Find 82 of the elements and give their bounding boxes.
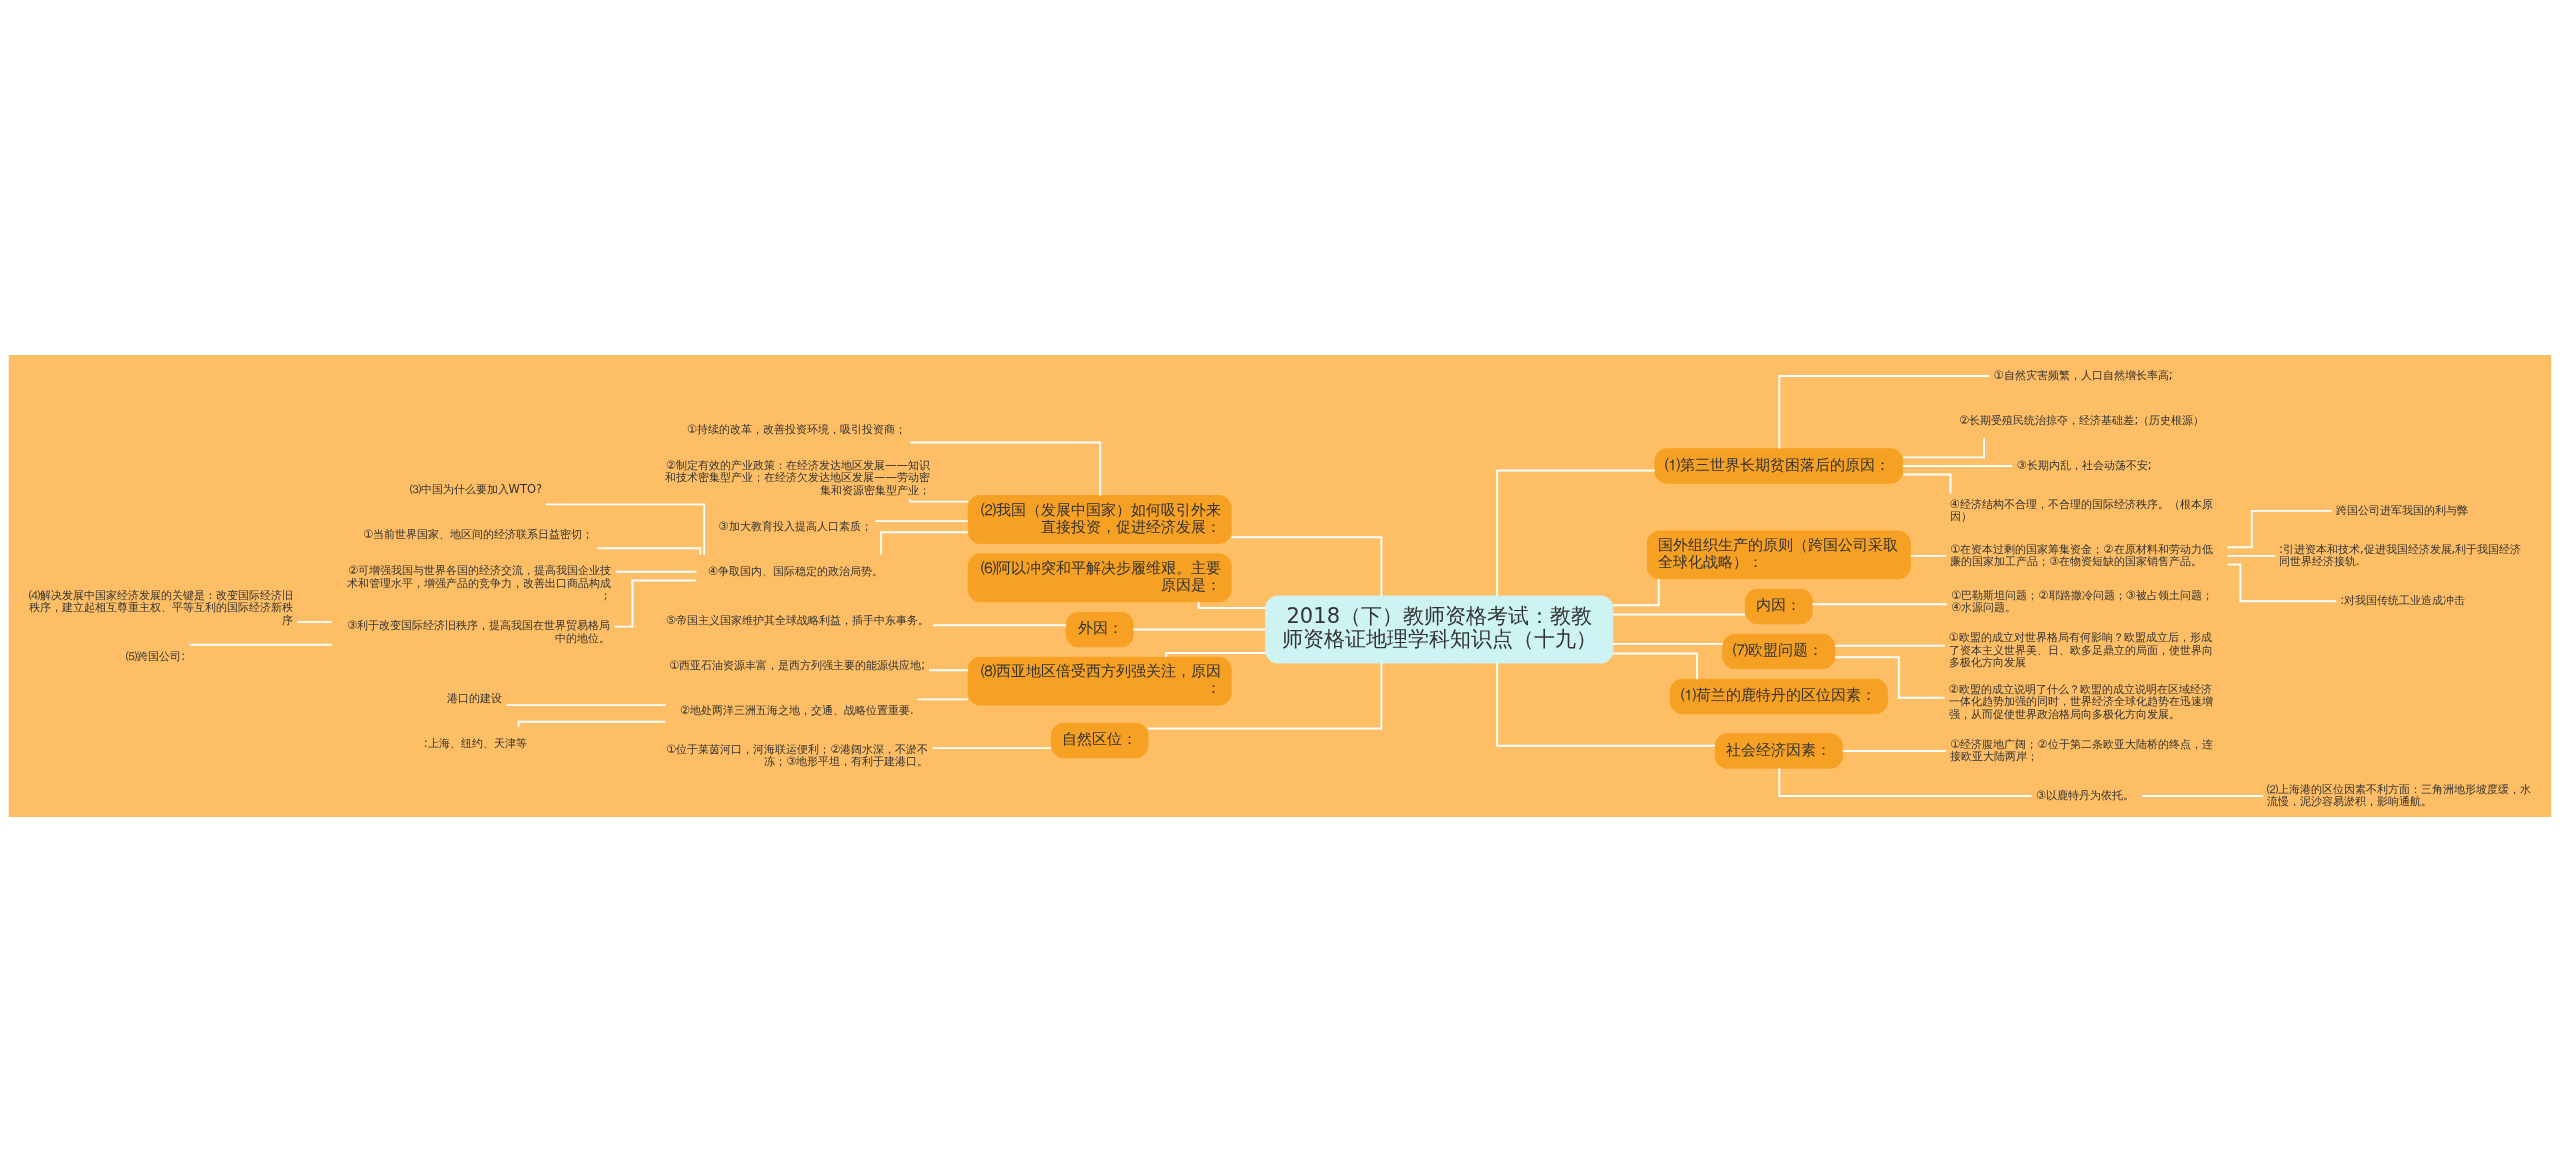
node-box: ⑺欧盟问题： xyxy=(1722,633,1836,670)
connector xyxy=(931,747,1053,750)
connector xyxy=(1612,613,1747,616)
node-text: ①持续的改革，改善投资环境，吸引投资商； xyxy=(686,421,906,436)
node-text: ④经济结构不合理，不合理的国际经济秩序。（根本原因） xyxy=(1949,496,2213,524)
node-text: ④争取国内、国际稳定的政治局势。 xyxy=(707,564,884,579)
connector xyxy=(2226,563,2338,603)
connector xyxy=(916,698,969,701)
connector xyxy=(1496,662,1716,747)
node-text: ②地处两洋三洲五海之地，交通、战略位置重要. xyxy=(679,702,914,717)
connector xyxy=(874,520,970,523)
connector xyxy=(545,503,706,556)
connector xyxy=(1230,536,1383,597)
node-text: :上海、纽约、天津等 xyxy=(423,736,527,751)
connector xyxy=(1612,642,1724,645)
node-box: ⑵我国（发展中国家）如何吸引外来直接投资，促进经济发展： xyxy=(967,495,1232,544)
node-text: ①当前世界国家、地区间的经济联系日益密切； xyxy=(362,526,594,541)
node-text: ③利于改变国际经济旧秩序，提高我国在世界贸易格局中的地位。 xyxy=(347,618,611,645)
node-text: ①在资本过剩的国家筹集资金；②在原材料和劳动力低廉的国家加工产品；③在物资短缺的国家销售产品。 xyxy=(1950,541,2213,569)
connector xyxy=(613,579,698,628)
connector xyxy=(1147,662,1383,730)
connector xyxy=(1612,577,1660,607)
connector xyxy=(1165,652,1267,658)
node-box: ⑴第三世界长期贫困落后的原因： xyxy=(1654,448,1904,484)
connector xyxy=(2226,554,2277,557)
node-box: ⑹阿以冲突和平解决步履维艰。主要原因是： xyxy=(967,553,1232,603)
node-text: ⑤帝国主义国家维护其全球战略利益，插手中东事务。 xyxy=(665,612,929,627)
node-box: ⑴荷兰的鹿特丹的区位因素： xyxy=(1669,678,1888,715)
connector xyxy=(1902,473,1952,495)
node-box: 国外组织生产的原则（跨国公司采取全球化战略）： xyxy=(1646,530,1911,580)
connector xyxy=(928,669,970,672)
connector xyxy=(2141,795,2265,797)
connector xyxy=(1909,554,1947,557)
node-text: ③加大教育投入提高人口素质； xyxy=(718,519,872,534)
connector xyxy=(908,498,970,503)
node-text: ①欧盟的成立对世界格局有何影响？欧盟成立后，形成了资本主义世界美、日、欧多足鼎立的局面，使世界向多极化方向发展 xyxy=(1948,630,2213,669)
node-text: 港口的建设 xyxy=(447,691,503,706)
node-text: ①自然灾害频繁，人口自然增长率高; xyxy=(1993,368,2173,383)
node-text: ①西亚石油资源丰富，是西方列强主要的能源供应地; xyxy=(668,657,926,672)
node-box: 2018（下）教师资格考试：教教师资格证地理学科知识点（十九） xyxy=(1265,595,1614,664)
node-text: ①位于莱茵河口，河海联运便利；②港阔水深，不淤不冻；③地形平坦，有利于建港口。 xyxy=(665,741,929,768)
node-text: ②可增强我国与世界各国的经济交流，提高我国企业技术和管理水平，增强产品的竞争力，改善出口商品构成； xyxy=(347,563,612,603)
connector xyxy=(1901,465,2014,467)
node-box: 社会经济因素： xyxy=(1714,733,1843,769)
node-text: ②长期受殖民统治掠夺，经济基础差;（历史根源） xyxy=(1959,412,2205,427)
connector xyxy=(517,720,667,728)
connector xyxy=(932,624,1068,627)
node-box: 内因： xyxy=(1744,588,1813,625)
node-text: ⑵上海港的区位因素不利方面：三角洲地形坡度缓，水流慢，泥沙容易淤积，影响通航。 xyxy=(2267,781,2532,809)
connector xyxy=(2226,509,2333,549)
node-text: ②欧盟的成立说明了什么？欧盟的成立说明在区域经济一体化趋势加强的同时，世界经济全球化趋势在迅速增强，从而促使世界政治格局向多极化方向发展。 xyxy=(1948,681,2213,721)
node-text: ①巴勒斯坦问题；②耶路撒冷问题；③被占领土问题；④水源问题。 xyxy=(1951,587,2213,614)
node-text: 跨国公司进军我国的利与弊 xyxy=(2336,502,2468,517)
node-box: 自然区位： xyxy=(1050,722,1149,759)
node-box: 外因： xyxy=(1065,611,1134,648)
node-text: ①经济腹地广阔；②位于第二条欧亚大陆桥的终点，连接欧亚大陆两岸； xyxy=(1950,736,2213,764)
connector xyxy=(1612,652,1698,681)
node-text: ②制定有效的产业政策：在经济发达地区发展——知识和技术密集型产业；在经济欠发达地区发展——劳动密集和资源密集型产业； xyxy=(664,457,930,497)
connector xyxy=(1132,628,1267,631)
node-text: ③长期内乱，社会动荡不安; xyxy=(2016,457,2152,472)
connector xyxy=(188,643,334,646)
connector xyxy=(1841,750,1947,752)
node-box: ⑻西亚地区倍受西方列强关注，原因： xyxy=(967,656,1232,706)
connector xyxy=(880,531,970,556)
connector xyxy=(909,441,1102,497)
node-text: :对我国传统工业造成冲击 xyxy=(2340,592,2466,607)
connector xyxy=(1834,644,1946,647)
connector xyxy=(1901,437,1985,459)
connector xyxy=(1834,656,1946,699)
connector xyxy=(1778,375,1991,450)
connector xyxy=(296,621,333,624)
node-text: ⑶中国为什么要加入WTO? xyxy=(409,481,543,496)
connector xyxy=(596,547,702,556)
connector xyxy=(1811,603,1948,606)
node-text: ⑸跨国公司: xyxy=(126,649,186,664)
node-text: ③以鹿特丹为依托。 xyxy=(2035,787,2134,802)
connector xyxy=(1197,600,1267,609)
node-text: ⑷解决发展中国家经济发展的关键是：改变国际经济旧秩序，建立起相互尊重主权、平等互利的国际经济新秩序 xyxy=(28,588,293,627)
connector xyxy=(1496,469,1656,597)
node-text: :引进资本和技术,促进我国经济发展,利于我国经济同世界经济接轨. xyxy=(2279,541,2522,569)
connector xyxy=(505,704,667,707)
connector xyxy=(614,570,698,573)
